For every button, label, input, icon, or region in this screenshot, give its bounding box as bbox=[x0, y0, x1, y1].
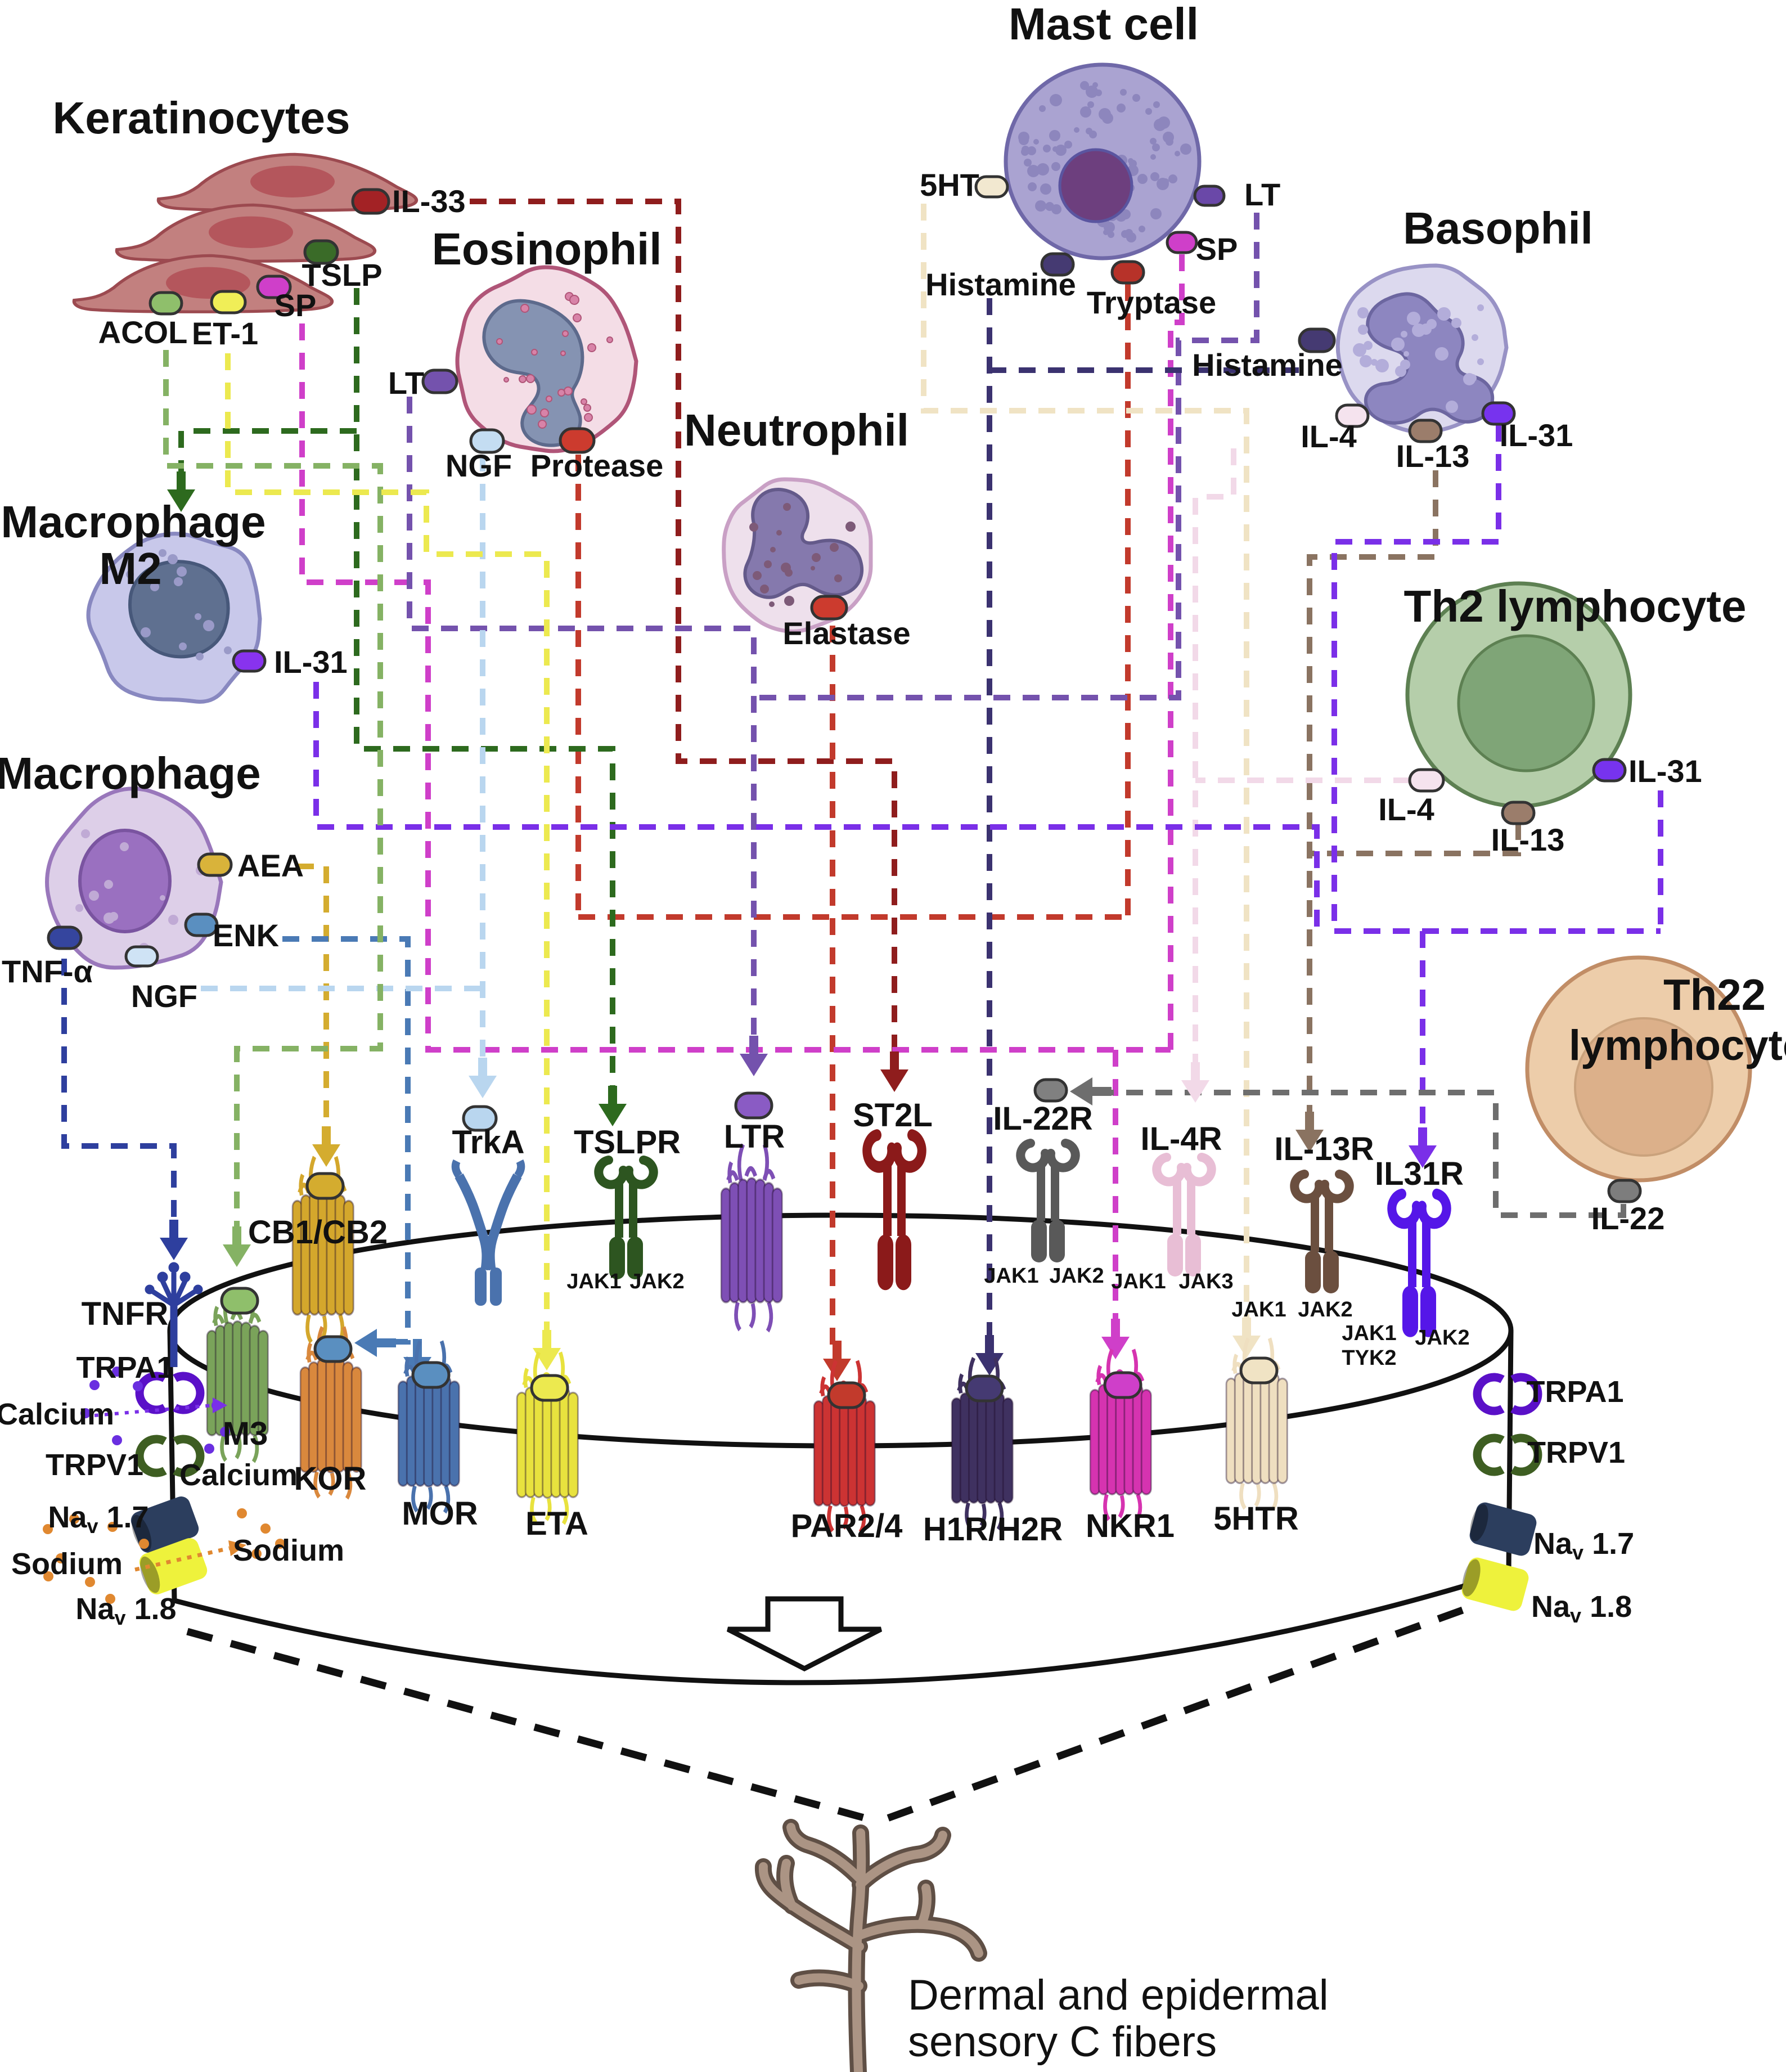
svg-text:M3: M3 bbox=[223, 1415, 268, 1452]
svg-text:ACOL: ACOL bbox=[98, 314, 188, 350]
svg-text:Nav 1.7: Nav 1.7 bbox=[48, 1500, 149, 1538]
svg-text:ST2L: ST2L bbox=[853, 1097, 933, 1134]
svg-text:Keratinocytes: Keratinocytes bbox=[52, 93, 350, 143]
svg-text:IL-22R: IL-22R bbox=[993, 1100, 1092, 1137]
svg-text:TNF-α: TNF-α bbox=[2, 954, 93, 989]
svg-text:IL-13: IL-13 bbox=[1491, 822, 1565, 857]
svg-text:PAR2/4: PAR2/4 bbox=[791, 1508, 903, 1544]
svg-text:MOR: MOR bbox=[402, 1495, 478, 1532]
svg-text:IL-13R: IL-13R bbox=[1274, 1131, 1374, 1167]
svg-text:lymphocyte: lymphocyte bbox=[1569, 1022, 1786, 1069]
svg-text:Eosinophil: Eosinophil bbox=[432, 224, 662, 274]
svg-text:JAK2: JAK2 bbox=[1298, 1298, 1352, 1322]
svg-text:H1R/H2R: H1R/H2R bbox=[923, 1511, 1063, 1548]
svg-text:JAK2: JAK2 bbox=[1415, 1326, 1469, 1350]
svg-text:TRPA1: TRPA1 bbox=[76, 1351, 173, 1385]
svg-text:M2: M2 bbox=[99, 543, 161, 594]
svg-text:5HT: 5HT bbox=[920, 167, 979, 203]
svg-text:Sodium: Sodium bbox=[11, 1547, 123, 1581]
svg-text:NGF: NGF bbox=[131, 978, 197, 1014]
svg-text:JAK1: JAK1 bbox=[984, 1264, 1038, 1288]
svg-text:TYK2: TYK2 bbox=[1342, 1346, 1396, 1370]
svg-text:Protease: Protease bbox=[530, 448, 664, 483]
svg-text:IL-22: IL-22 bbox=[1591, 1201, 1665, 1236]
svg-text:Tryptase: Tryptase bbox=[1087, 285, 1216, 320]
svg-text:SP: SP bbox=[1196, 231, 1238, 267]
svg-text:NKR1: NKR1 bbox=[1086, 1508, 1175, 1544]
svg-text:JAK2: JAK2 bbox=[1049, 1264, 1104, 1288]
svg-text:JAK2: JAK2 bbox=[629, 1270, 684, 1293]
svg-text:ET-1: ET-1 bbox=[192, 316, 258, 351]
svg-text:sensory C fibers: sensory C fibers bbox=[908, 2018, 1217, 2066]
svg-text:TrkA: TrkA bbox=[452, 1124, 525, 1161]
svg-text:Calcium: Calcium bbox=[179, 1458, 298, 1492]
svg-text:JAK1: JAK1 bbox=[1111, 1270, 1166, 1293]
svg-text:5HTR: 5HTR bbox=[1213, 1500, 1298, 1537]
svg-text:TNFR: TNFR bbox=[82, 1296, 169, 1332]
svg-text:Macrophage: Macrophage bbox=[0, 748, 261, 798]
svg-text:Th2 lymphocyte: Th2 lymphocyte bbox=[1403, 581, 1746, 631]
svg-text:LT: LT bbox=[388, 365, 424, 401]
svg-text:IL31R: IL31R bbox=[1375, 1156, 1464, 1192]
svg-text:Sodium: Sodium bbox=[233, 1534, 344, 1567]
svg-text:IL-4R: IL-4R bbox=[1141, 1121, 1222, 1157]
svg-text:AEA: AEA bbox=[237, 848, 304, 883]
svg-text:JAK1: JAK1 bbox=[1342, 1322, 1396, 1345]
svg-text:TSLP: TSLP bbox=[302, 257, 382, 293]
svg-text:JAK3: JAK3 bbox=[1178, 1270, 1233, 1293]
svg-text:IL-31: IL-31 bbox=[1500, 417, 1573, 453]
svg-text:Histamine: Histamine bbox=[925, 267, 1076, 302]
svg-text:NGF: NGF bbox=[446, 448, 512, 483]
svg-text:Basophil: Basophil bbox=[1403, 203, 1593, 253]
svg-text:KOR: KOR bbox=[294, 1460, 367, 1497]
svg-text:IL-4: IL-4 bbox=[1378, 792, 1434, 827]
svg-text:IL-31: IL-31 bbox=[1628, 753, 1702, 789]
svg-text:Elastase: Elastase bbox=[782, 615, 910, 651]
svg-text:JAK1: JAK1 bbox=[1231, 1298, 1286, 1322]
svg-text:LTR: LTR bbox=[724, 1118, 785, 1155]
svg-text:ENK: ENK bbox=[213, 918, 279, 953]
svg-text:TRPV1: TRPV1 bbox=[46, 1448, 143, 1482]
svg-text:Calcium: Calcium bbox=[0, 1397, 114, 1431]
svg-text:IL-31: IL-31 bbox=[274, 644, 348, 680]
svg-text:Th22: Th22 bbox=[1663, 970, 1766, 1019]
svg-text:Nav 1.8: Nav 1.8 bbox=[75, 1592, 176, 1629]
svg-text:CB1/CB2: CB1/CB2 bbox=[248, 1214, 388, 1251]
svg-text:Nav 1.8: Nav 1.8 bbox=[1531, 1590, 1632, 1627]
svg-text:JAK1: JAK1 bbox=[566, 1270, 621, 1293]
svg-text:IL-13: IL-13 bbox=[1396, 438, 1470, 474]
svg-text:TSLPR: TSLPR bbox=[574, 1124, 681, 1161]
svg-text:Mast cell: Mast cell bbox=[1009, 0, 1199, 49]
svg-text:IL-4: IL-4 bbox=[1301, 419, 1357, 454]
svg-text:ETA: ETA bbox=[525, 1505, 588, 1542]
svg-text:IL-33: IL-33 bbox=[392, 183, 466, 219]
svg-text:SP: SP bbox=[275, 287, 317, 323]
svg-text:TRPV1: TRPV1 bbox=[1527, 1436, 1625, 1469]
svg-text:LT: LT bbox=[1244, 177, 1280, 212]
svg-text:Histamine: Histamine bbox=[1192, 347, 1343, 383]
svg-text:Neutrophil: Neutrophil bbox=[684, 405, 909, 455]
svg-text:Dermal and epidermal: Dermal and epidermal bbox=[908, 1971, 1329, 2019]
svg-text:Macrophage: Macrophage bbox=[1, 497, 266, 547]
svg-text:TRPA1: TRPA1 bbox=[1526, 1375, 1623, 1409]
svg-text:Nav 1.7: Nav 1.7 bbox=[1533, 1527, 1634, 1564]
